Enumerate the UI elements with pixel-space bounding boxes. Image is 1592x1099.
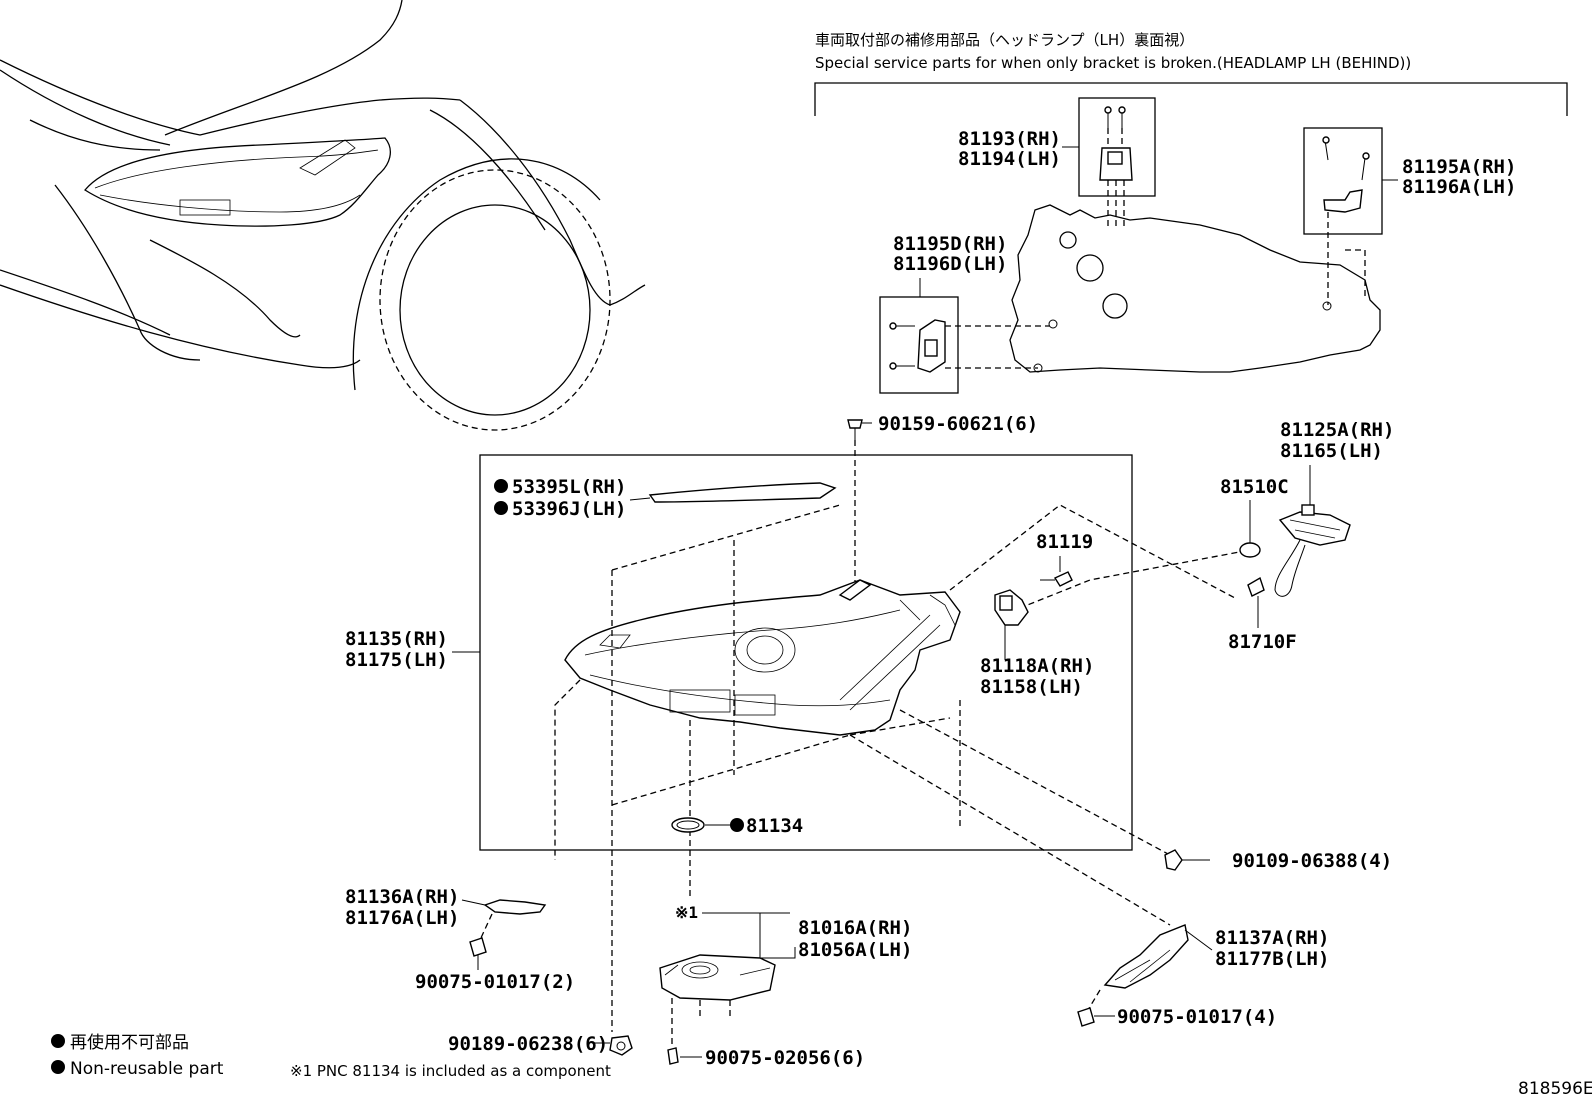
non-reusable-dot-81134 [730,818,744,832]
bulb-81510C-icon [1239,542,1261,558]
label-81196A: 81196A(LH) [1402,176,1516,198]
label-81710F: 81710F [1228,631,1297,653]
clip-90189-icon [609,1035,633,1056]
non-reusable-dot-53395L [494,479,508,493]
label-81119: 81119 [1036,531,1093,553]
headlamp-unit-illustration [564,579,961,736]
label-81195A: 81195A(RH) [1402,156,1516,178]
bracket-81193-icon [1099,106,1133,181]
label-90189: 90189-06238(6) [448,1033,608,1055]
label-81196D: 81196D(LH) [893,253,1007,275]
label-53396J: 53396J(LH) [512,498,626,520]
label-81165: 81165(LH) [1280,440,1383,462]
part-box-81195A [1303,127,1383,235]
label-90075-01017-4: 90075-01017(4) [1117,1006,1277,1028]
label-81193: 81193(RH) [958,128,1061,150]
label-81118A: 81118A(RH) [980,655,1094,677]
label-81158: 81158(LH) [980,676,1083,698]
leader-81193 [1107,180,1125,230]
socket-81118A-icon [994,589,1029,626]
garnish-53395L-icon [648,482,837,503]
label-81136A: 81136A(RH) [345,886,459,908]
leader-81195A [1327,212,1366,305]
screw-90075-4-icon [1077,989,1101,1027]
label-81056A: 81056A(LH) [798,939,912,961]
label-81510C: 81510C [1220,476,1289,498]
vehicle-front-illustration [0,0,646,431]
diagram-id: 818596E [1518,1079,1592,1099]
legend-dot-jp [51,1034,65,1048]
non-reusable-dot-53396J [494,501,508,515]
legend-dot-en [51,1060,65,1074]
label-81194: 81194(LH) [958,148,1061,170]
header-title-en: Special service parts for when only brac… [815,54,1411,72]
bracket-81195D-icon [889,319,946,373]
bracket-81195A-icon [1322,136,1370,213]
label-53395L: 53395L(RH) [512,476,626,498]
bulb-81119-icon [1040,571,1073,587]
part-box-81193 [1078,97,1156,197]
label-90075-02056: 90075-02056(6) [705,1047,865,1069]
leader-module-screws [671,998,731,1048]
screw-90075-2-icon [469,913,493,957]
socket-wire-81125A-icon [1274,504,1351,597]
bracket-81136A-icon [483,899,547,915]
label-81134: 81134 [746,815,803,837]
label-81125A: 81125A(RH) [1280,419,1394,441]
note-ref-1: ※1 [675,903,698,922]
part-box-81195D [879,296,959,394]
screw-90075-02056-icon [667,1047,702,1065]
label-90109: 90109-06388(4) [1232,850,1392,872]
legend-jp: 再使用不可部品 [70,1032,189,1053]
bracket-81137A-icon [1103,924,1189,989]
label-81195D: 81195D(RH) [893,233,1007,255]
assembly-leader-lines [554,504,1251,1032]
label-81176A: 81176A(LH) [345,907,459,929]
gasket-81134-icon [671,817,705,833]
headlamp-back-housing [1009,204,1381,373]
header-title-jp: 車両取付部の補修用部品（ヘッドランプ（LH）裏面視） [815,31,1194,49]
label-81177B: 81177B(LH) [1215,948,1329,970]
bulb-81710F-icon [1247,576,1265,597]
label-90159: 90159-60621(6) [878,413,1038,435]
label-81137A: 81137A(RH) [1215,927,1329,949]
label-81175: 81175(LH) [345,649,448,671]
label-90075-01017-2: 90075-01017(2) [415,971,575,993]
leader-81195D [945,325,1050,369]
bracket-line [814,82,1568,116]
label-81016A: 81016A(RH) [798,917,912,939]
label-81135: 81135(RH) [345,628,448,650]
module-81016A-icon [659,954,776,1001]
screw-90159-icon [847,419,863,440]
screw-90109-icon [1164,849,1210,871]
legend-note: ※1 PNC 81134 is included as a component [290,1062,611,1080]
legend-en: Non-reusable part [70,1059,224,1079]
